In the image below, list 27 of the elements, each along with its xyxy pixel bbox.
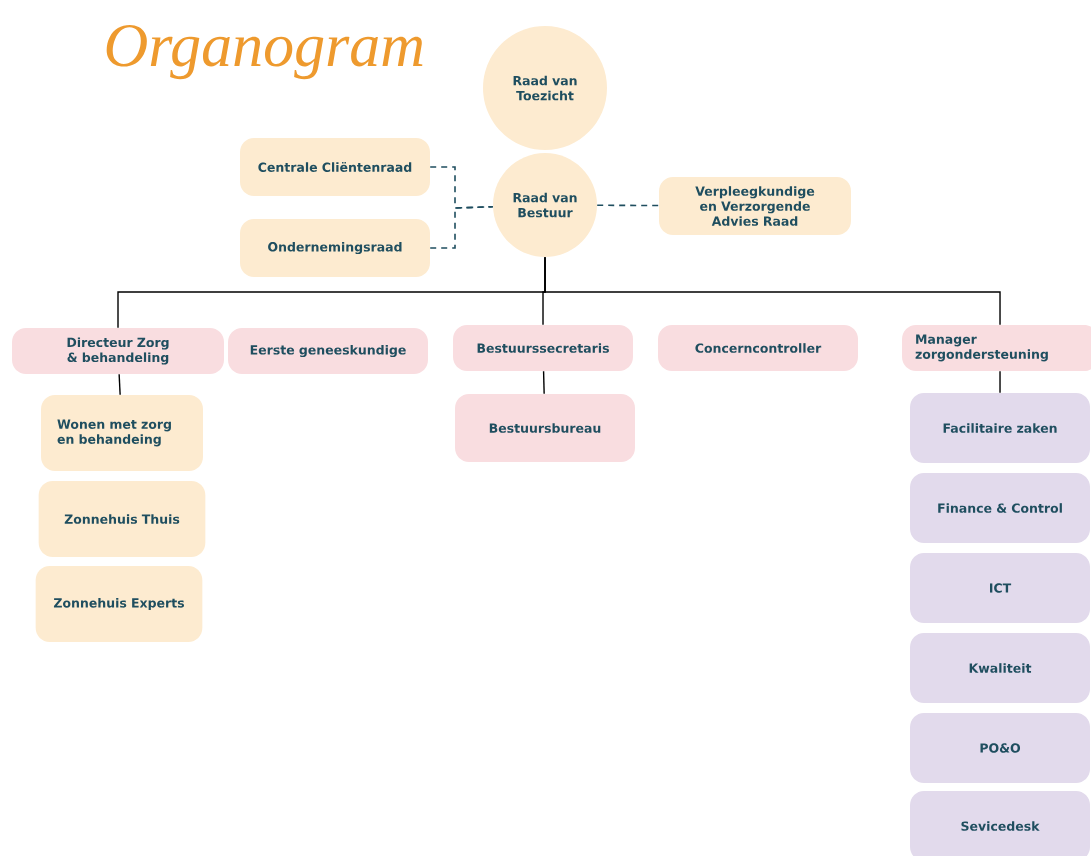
- connector: [429, 205, 494, 249]
- connector: [118, 373, 121, 396]
- connector: [542, 370, 545, 395]
- unit-box: Kwaliteit: [910, 633, 1090, 703]
- unit-box: Zonnehuis Thuis: [38, 481, 206, 557]
- unit-box: Ondernemingsraad: [240, 219, 430, 277]
- unit-box: Sevicedesk: [910, 791, 1090, 856]
- unit-box: Bestuurssecretaris: [453, 325, 633, 371]
- connector: [999, 370, 1001, 394]
- unit-box: ICT: [910, 553, 1090, 623]
- unit-box: Directeur Zorg & behandeling: [12, 328, 224, 374]
- unit-box: Verpleegkundige en Verzorgende Advies Raad: [659, 177, 851, 235]
- circle-node: Raad van Bestuur: [493, 153, 597, 257]
- connector: [544, 256, 1001, 326]
- circle-node: Raad van Toezicht: [483, 26, 607, 150]
- title: Organogram: [106, 24, 423, 80]
- unit-box: PO&O: [910, 713, 1090, 783]
- unit-box: Bestuursbureau: [455, 394, 635, 462]
- unit-box: Wonen met zorg en behandeing: [41, 395, 203, 471]
- connector: [596, 204, 660, 207]
- unit-box: Centrale Cliëntenraad: [240, 138, 430, 196]
- unit-box: Manager zorgondersteuning: [902, 325, 1091, 371]
- unit-box: Concerncontroller: [658, 325, 858, 371]
- unit-box: Zonnehuis Experts: [35, 566, 203, 642]
- unit-box: Eerste geneeskundige: [228, 328, 428, 374]
- unit-box: Finance & Control: [910, 473, 1090, 543]
- unit-box: Facilitaire zaken: [910, 393, 1090, 463]
